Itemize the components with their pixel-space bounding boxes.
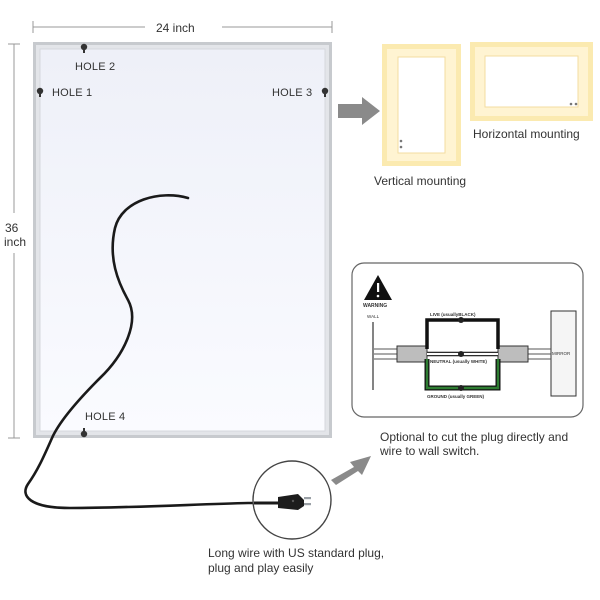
wall-label: WALL [367, 314, 380, 319]
hole-3-marker [321, 87, 329, 97]
hole-2-label: HOLE 2 [75, 61, 116, 73]
horizontal-mounting-preview [470, 42, 593, 121]
horizontal-mounting-label: Horizontal mounting [473, 127, 580, 141]
width-label: 24 inch [156, 21, 195, 35]
wire-switch-caption-line2: wire to wall switch. [380, 444, 480, 458]
warning-label: WARNING [363, 303, 388, 309]
hole-4-label: HOLE 4 [85, 411, 126, 423]
power-cord [24, 194, 274, 510]
hole-2-marker [80, 43, 88, 53]
arrow-to-wiring [331, 456, 371, 485]
height-label-unit: inch [4, 235, 27, 249]
live-wire-label: LIVE (usuallyBLACK) [430, 312, 476, 317]
hole-1-marker [36, 87, 44, 97]
wire-switch-caption-line1: Optional to cut the plug directly and [380, 430, 569, 444]
plug-caption-line1: Long wire with US standard plug, [208, 546, 385, 560]
mirror-label: MIRROR [552, 351, 571, 356]
mirror-panel [33, 42, 332, 438]
ground-wire-label: GROUND (usually GREEN) [427, 394, 485, 399]
hole-4-marker [80, 428, 88, 438]
height-label-value: 36 [5, 221, 19, 235]
vertical-mounting-label: Vertical mounting [374, 174, 467, 188]
hole-1-label: HOLE 1 [52, 87, 93, 99]
vertical-mounting-preview [382, 44, 461, 166]
plug-caption-line2: plug and play easily [208, 561, 314, 575]
height-dimension-line [8, 43, 20, 439]
wiring-diagram [351, 262, 584, 418]
neutral-wire-label: NEUTRAL (usually WHITE) [430, 359, 487, 364]
mirror-box [550, 310, 577, 397]
plug-closeup [252, 460, 332, 540]
arrow-to-mounting [338, 97, 380, 125]
hole-3-label: HOLE 3 [272, 87, 313, 99]
width-dimension-line [32, 21, 333, 33]
